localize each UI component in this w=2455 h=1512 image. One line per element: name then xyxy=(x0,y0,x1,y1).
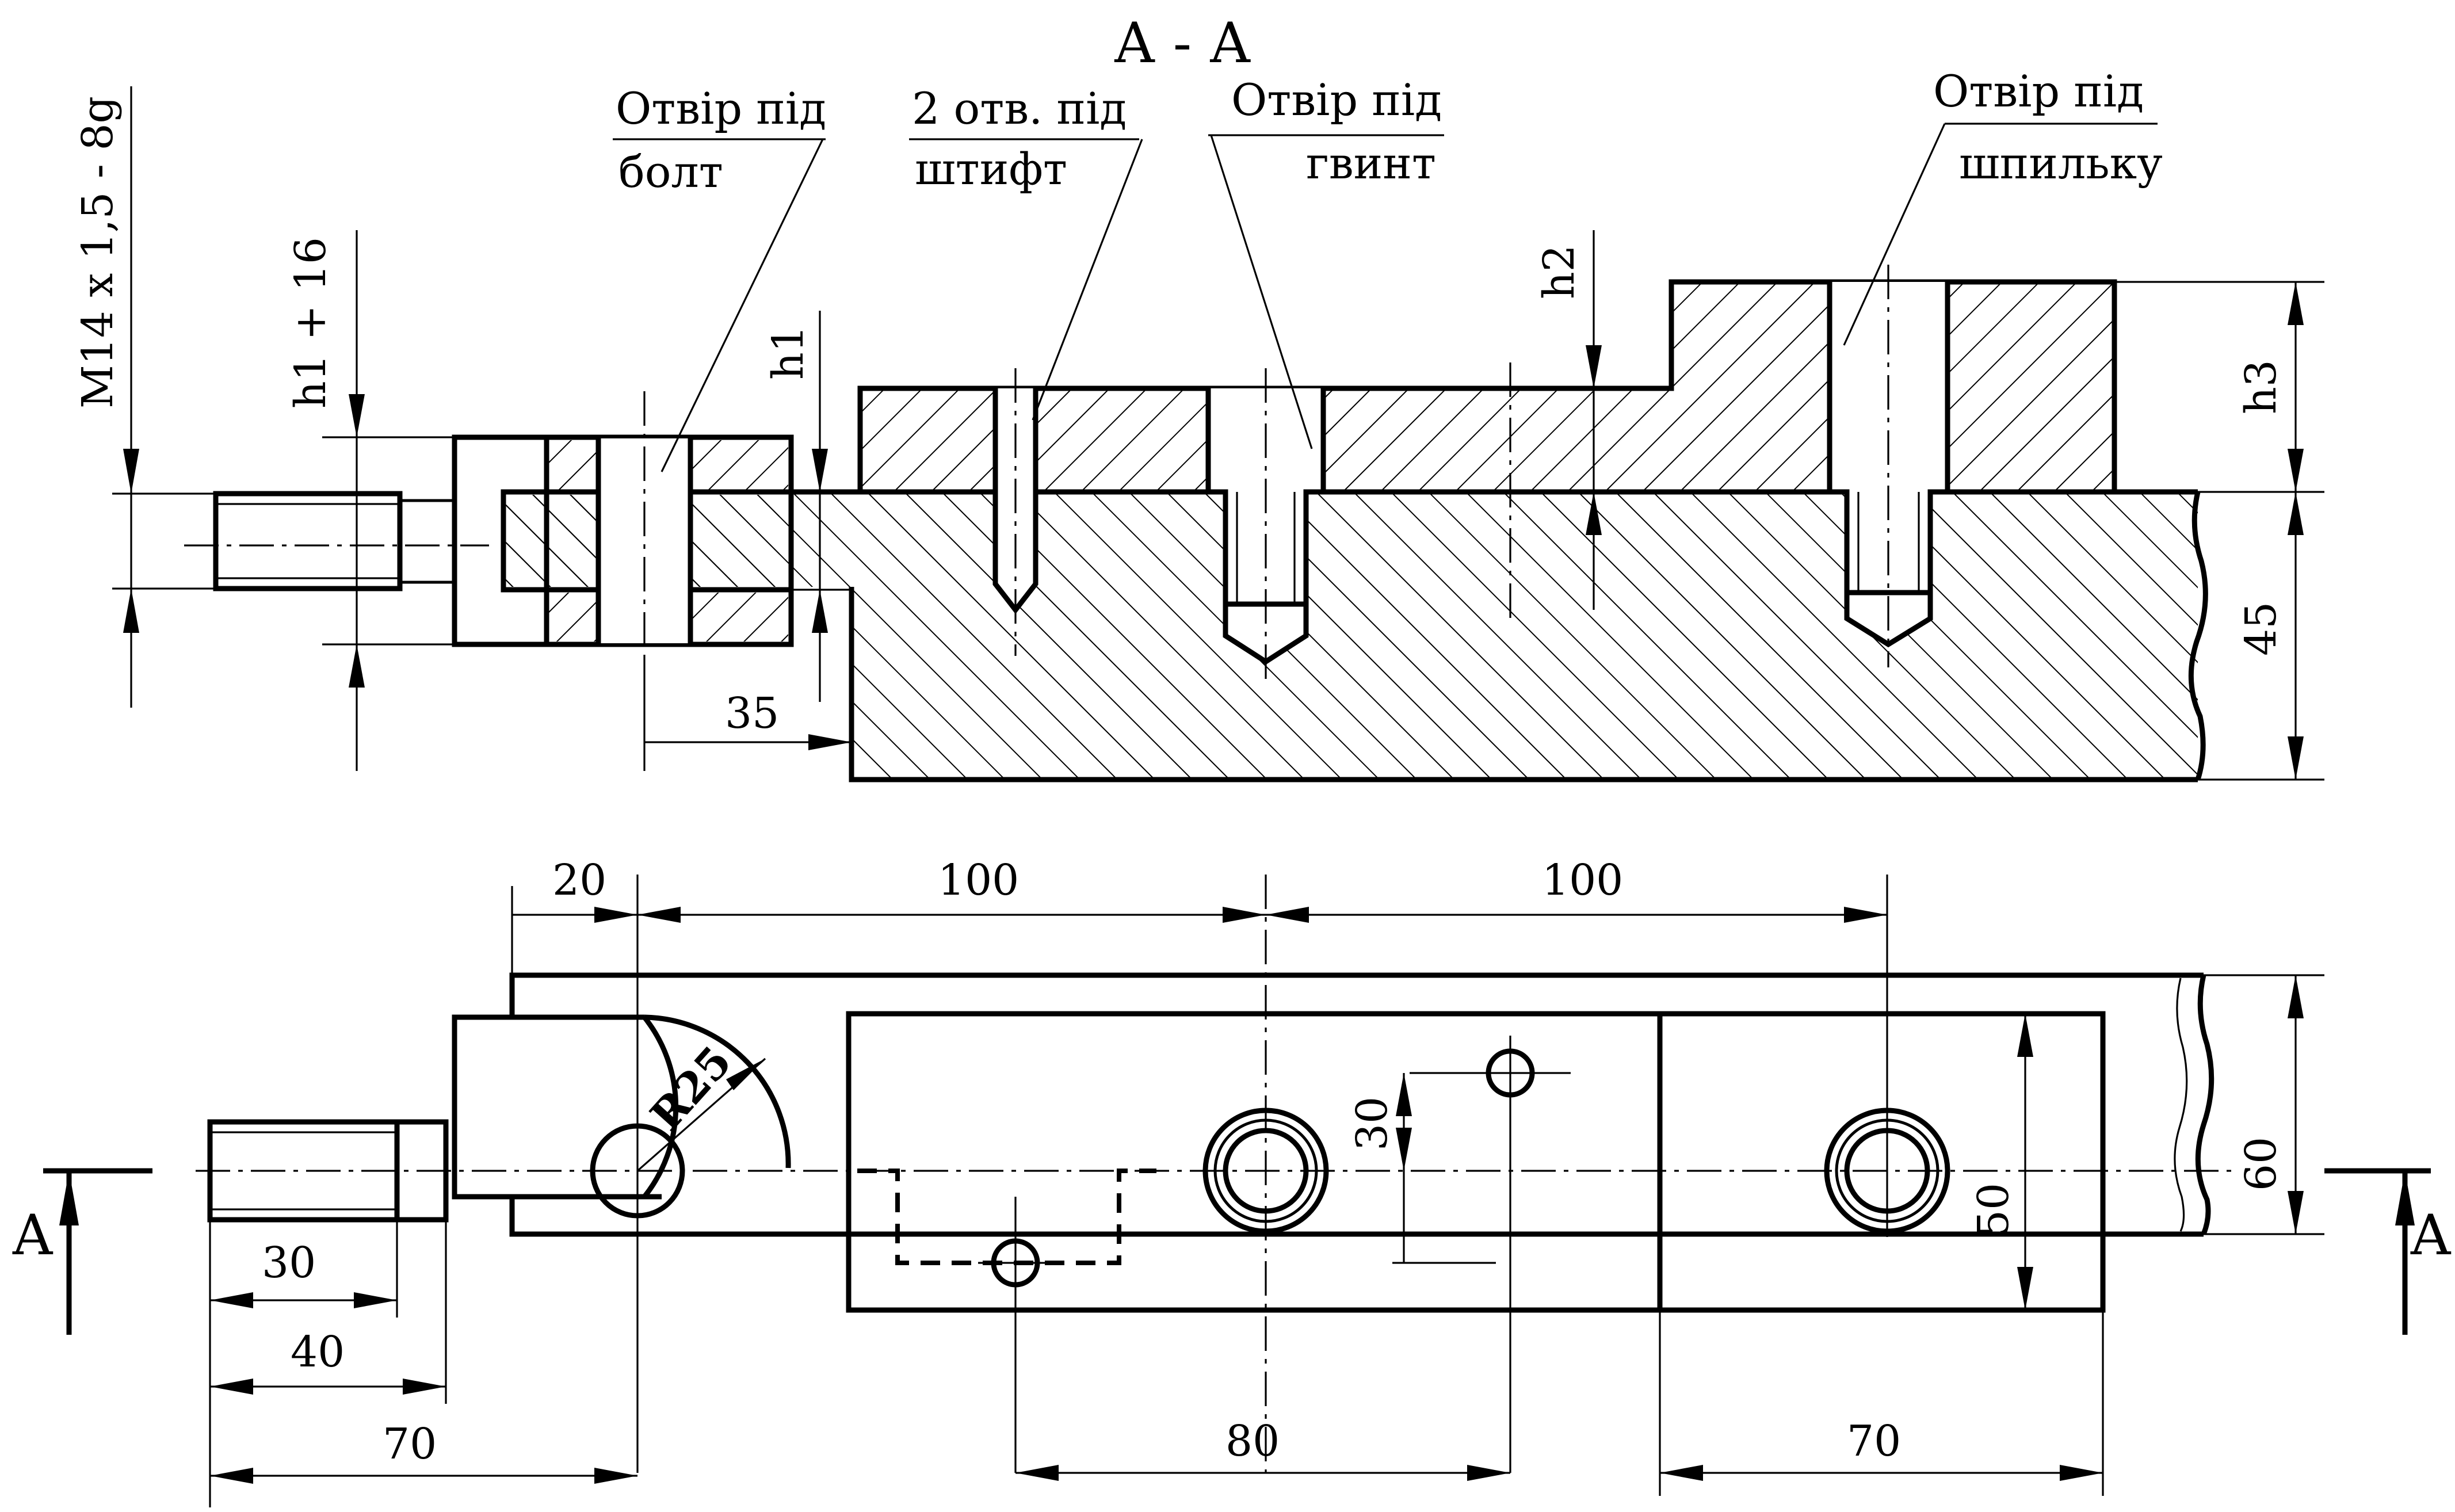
dim-70b-text: 70 xyxy=(1847,1416,1901,1466)
plan-view: R25 20 100 100 30 50 xyxy=(12,856,2452,1507)
dim-40-text: 40 xyxy=(291,1327,345,1377)
dim-20-text: 20 xyxy=(552,856,606,905)
leader-bolt: Отвір під болт xyxy=(613,83,826,472)
dim-h2: h2 xyxy=(1534,230,1602,610)
dim-45-text: 45 xyxy=(2236,602,2286,656)
dim-thread: M14 x 1,5 - 8g xyxy=(73,86,216,708)
dim-70a-text: 70 xyxy=(383,1419,437,1469)
plan-pin-hole-1 xyxy=(978,1197,1053,1473)
label-screw-line2: гвинт xyxy=(1306,138,1436,189)
plan-pin-hole-2 xyxy=(1410,1036,1571,1473)
plan-screw-hole xyxy=(1202,875,1329,1473)
screw-hole xyxy=(1205,368,1326,685)
leader-pin: 2 отв. під штифт xyxy=(909,83,1143,421)
label-pin-line1: 2 отв. під xyxy=(912,83,1127,134)
label-stud-line2: шпильку xyxy=(1959,138,2163,189)
label-bolt-line1: Отвір під xyxy=(616,83,826,134)
dim-thread-text: M14 x 1,5 - 8g xyxy=(73,96,123,408)
plan-hidden-pocket xyxy=(857,1169,1156,1265)
section-mark-right: A xyxy=(2324,1168,2452,1335)
dim-h1-plus-16: h1 + 16 xyxy=(286,230,455,771)
label-screw-line1: Отвір під xyxy=(1231,74,1442,125)
section-title: А - А xyxy=(1114,11,1251,75)
dim-60-text: 60 xyxy=(2236,1137,2286,1191)
dim-80: 80 xyxy=(1015,1416,1510,1481)
label-stud-line1: Отвір під xyxy=(1933,66,2144,117)
dim-30-vertical: 30 xyxy=(1347,1073,1496,1264)
dim-r25: R25 xyxy=(636,1037,766,1172)
dim-35-text: 35 xyxy=(725,689,779,738)
pin-hole xyxy=(992,368,1038,656)
dim-100b-text: 100 xyxy=(1542,856,1623,905)
dim-top-chain: 20 100 100 xyxy=(511,856,1887,975)
plan-stud-hole xyxy=(1824,875,1950,1237)
dim-50: 50 xyxy=(1969,1014,2033,1310)
dim-100a-text: 100 xyxy=(938,856,1019,905)
plan-top-plate xyxy=(846,1011,2106,1313)
stud-hole xyxy=(1827,265,1950,667)
label-bolt-line2: болт xyxy=(618,146,723,197)
top-plate xyxy=(857,279,2117,492)
dim-left-chain: 30 40 70 xyxy=(209,1220,637,1507)
leader-stud: Отвір під шпильку xyxy=(1843,66,2163,346)
dim-60: 60 xyxy=(2204,974,2324,1235)
dim-30v-text: 30 xyxy=(1347,1097,1397,1151)
dim-h1-text: h1 xyxy=(763,325,813,380)
section-mark-left-text: A xyxy=(12,1203,54,1267)
dim-h3-text: h3 xyxy=(2236,360,2286,414)
dim-35: 35 xyxy=(643,656,852,771)
thread-stub-section xyxy=(184,491,489,591)
dim-h3-45: h3 45 xyxy=(2114,281,2324,781)
label-pin-line2: штифт xyxy=(915,143,1067,194)
dim-h1: h1 xyxy=(763,311,852,702)
dim-50-text: 50 xyxy=(1969,1183,2018,1237)
section-view: А - А xyxy=(73,11,2324,782)
plan-fork xyxy=(452,1014,791,1219)
dim-80-text: 80 xyxy=(1225,1416,1280,1466)
section-mark-right-text: A xyxy=(2410,1203,2452,1267)
dim-h2-text: h2 xyxy=(1534,245,1584,299)
section-mark-left: A xyxy=(12,1168,152,1335)
dim-r25-text: R25 xyxy=(641,1037,741,1140)
dim-30h-text: 30 xyxy=(262,1238,316,1288)
bolt-hole xyxy=(595,391,693,656)
leader-screw: Отвір під гвинт xyxy=(1208,74,1444,449)
dim-h1-plus-16-text: h1 + 16 xyxy=(286,237,335,408)
dim-70-right: 70 xyxy=(1659,1310,2104,1496)
